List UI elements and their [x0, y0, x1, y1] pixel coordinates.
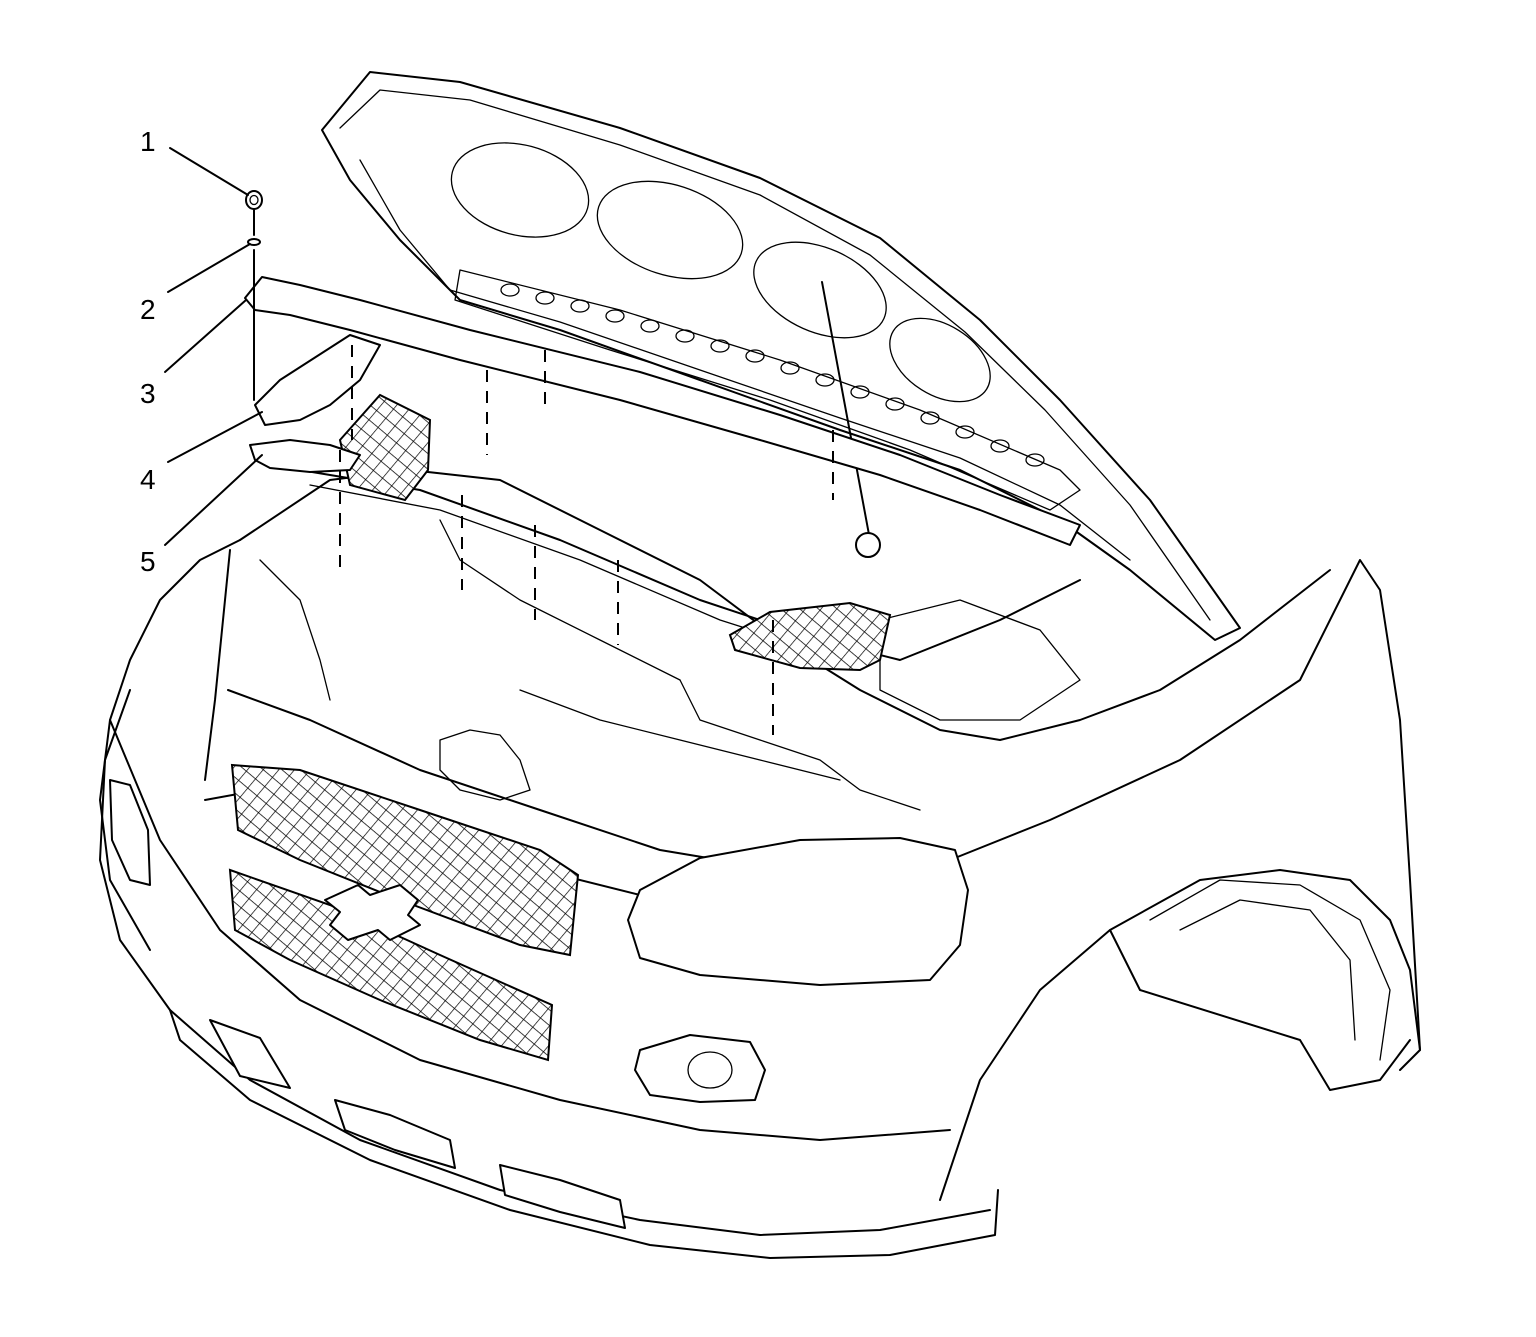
callout-2: 2: [140, 294, 156, 325]
hood: [321, 71, 1241, 641]
bumper-lower-openings: [209, 1019, 626, 1229]
upper-grille: [230, 763, 580, 957]
hood-rib-holes: [500, 283, 1045, 467]
headlamp: [627, 837, 969, 986]
callout-5: 5: [140, 546, 156, 577]
part-4-cowl-extension: [254, 334, 381, 426]
part-2-washer: [247, 238, 261, 246]
left-side-marker-lamp: [109, 779, 151, 886]
fastener-alignment-lines: [253, 209, 834, 735]
part-1-grommet: [245, 190, 263, 210]
callout-3: 3: [140, 378, 156, 409]
chevrolet-bowtie-emblem: [324, 884, 421, 941]
left-cowl-vent-screen: [338, 393, 432, 502]
callout-1: 1: [140, 126, 156, 157]
part-5-seal-bracket: [249, 439, 361, 473]
fog-lamp: [634, 1034, 766, 1103]
callout-leader-lines: [164, 147, 263, 546]
callout-4: 4: [140, 464, 156, 495]
part-3-cowl-panel: [244, 276, 1081, 546]
right-cowl-vent-screen: [728, 601, 892, 672]
